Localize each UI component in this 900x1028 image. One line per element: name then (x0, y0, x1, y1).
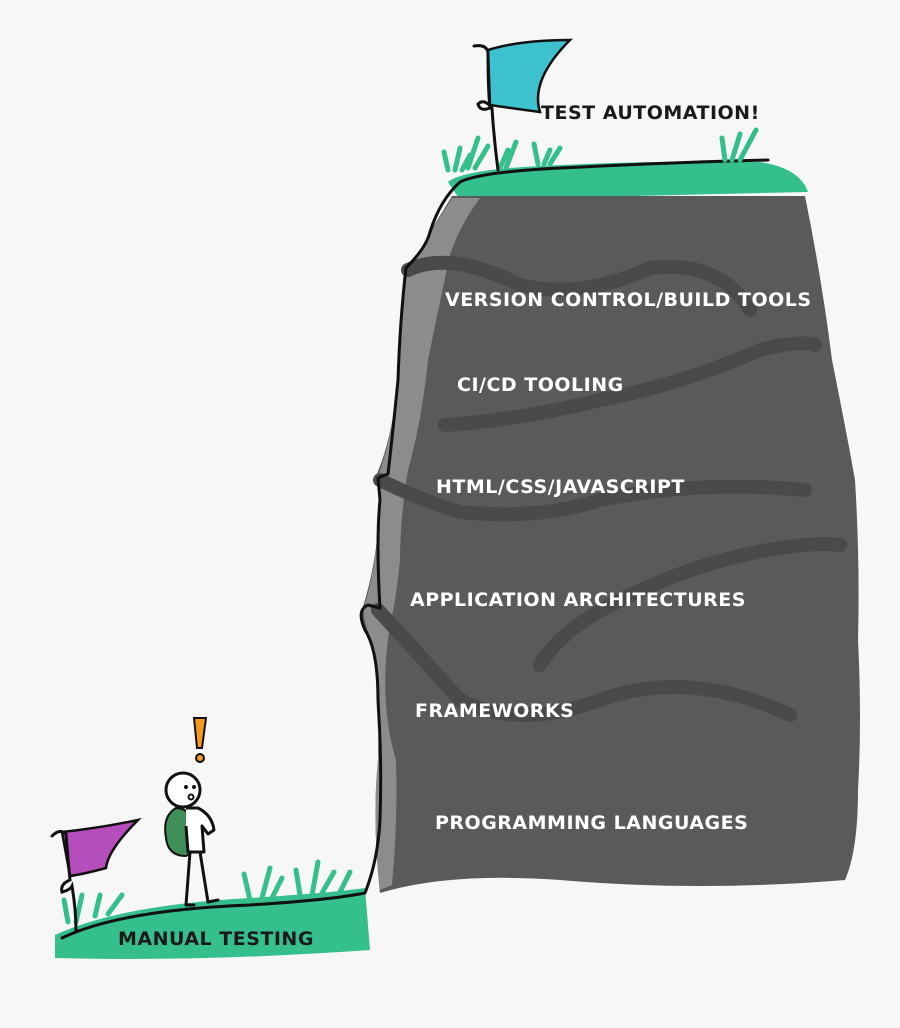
start-flag-pole (50, 829, 78, 932)
goal-label: TEST AUTOMATION! (541, 102, 760, 124)
grass-tuft (241, 865, 285, 903)
grass-tuft (92, 892, 125, 919)
rock-stripe (438, 336, 822, 432)
grass-tuft (337, 869, 353, 895)
rock-stripes (371, 255, 847, 722)
layer-label-architectures: APPLICATION ARCHITECTURES (410, 589, 746, 611)
layer-label-version-control: VERSION CONTROL/BUILD TOOLS (445, 289, 812, 311)
layer-label-cicd: CI/CD TOOLING (457, 374, 624, 396)
figure-eye (184, 785, 188, 789)
goal-flag (472, 38, 574, 172)
start-flag-cloth (60, 817, 142, 878)
layer-label-web: HTML/CSS/JAVASCRIPT (436, 476, 685, 498)
start-flag (50, 817, 142, 932)
figure-legs (184, 850, 220, 907)
grass-tuft (465, 135, 491, 171)
rock-stripe (401, 255, 757, 317)
cliff-outline (60, 158, 770, 940)
figure-head (164, 771, 202, 809)
rock-stripe (373, 473, 812, 522)
start-label: MANUAL TESTING (118, 928, 314, 950)
lower-ground (55, 888, 370, 959)
layer-label-programming: PROGRAMMING LANGUAGES (435, 812, 749, 834)
cliff-highlight (363, 198, 480, 890)
layer-label-frameworks: FRAMEWORKS (415, 700, 575, 722)
grass-tuft (293, 859, 337, 898)
figure-body (184, 806, 216, 854)
rock-stripe (533, 537, 847, 672)
grass-tuft (497, 139, 519, 171)
goal-flag-cloth (486, 38, 574, 114)
figure-eye (192, 785, 196, 789)
exclamation-icon (192, 717, 208, 763)
figure-mouth (187, 793, 195, 801)
rock-stripe (371, 603, 797, 722)
stick-figure (164, 717, 220, 907)
grass-tuft (441, 145, 473, 173)
grass-tuft (531, 141, 563, 167)
top-grass (448, 161, 808, 200)
grass-tufts (61, 127, 759, 925)
cliff-rock (360, 196, 860, 893)
goal-flag-pole (472, 44, 500, 172)
grass-tuft (719, 127, 759, 163)
